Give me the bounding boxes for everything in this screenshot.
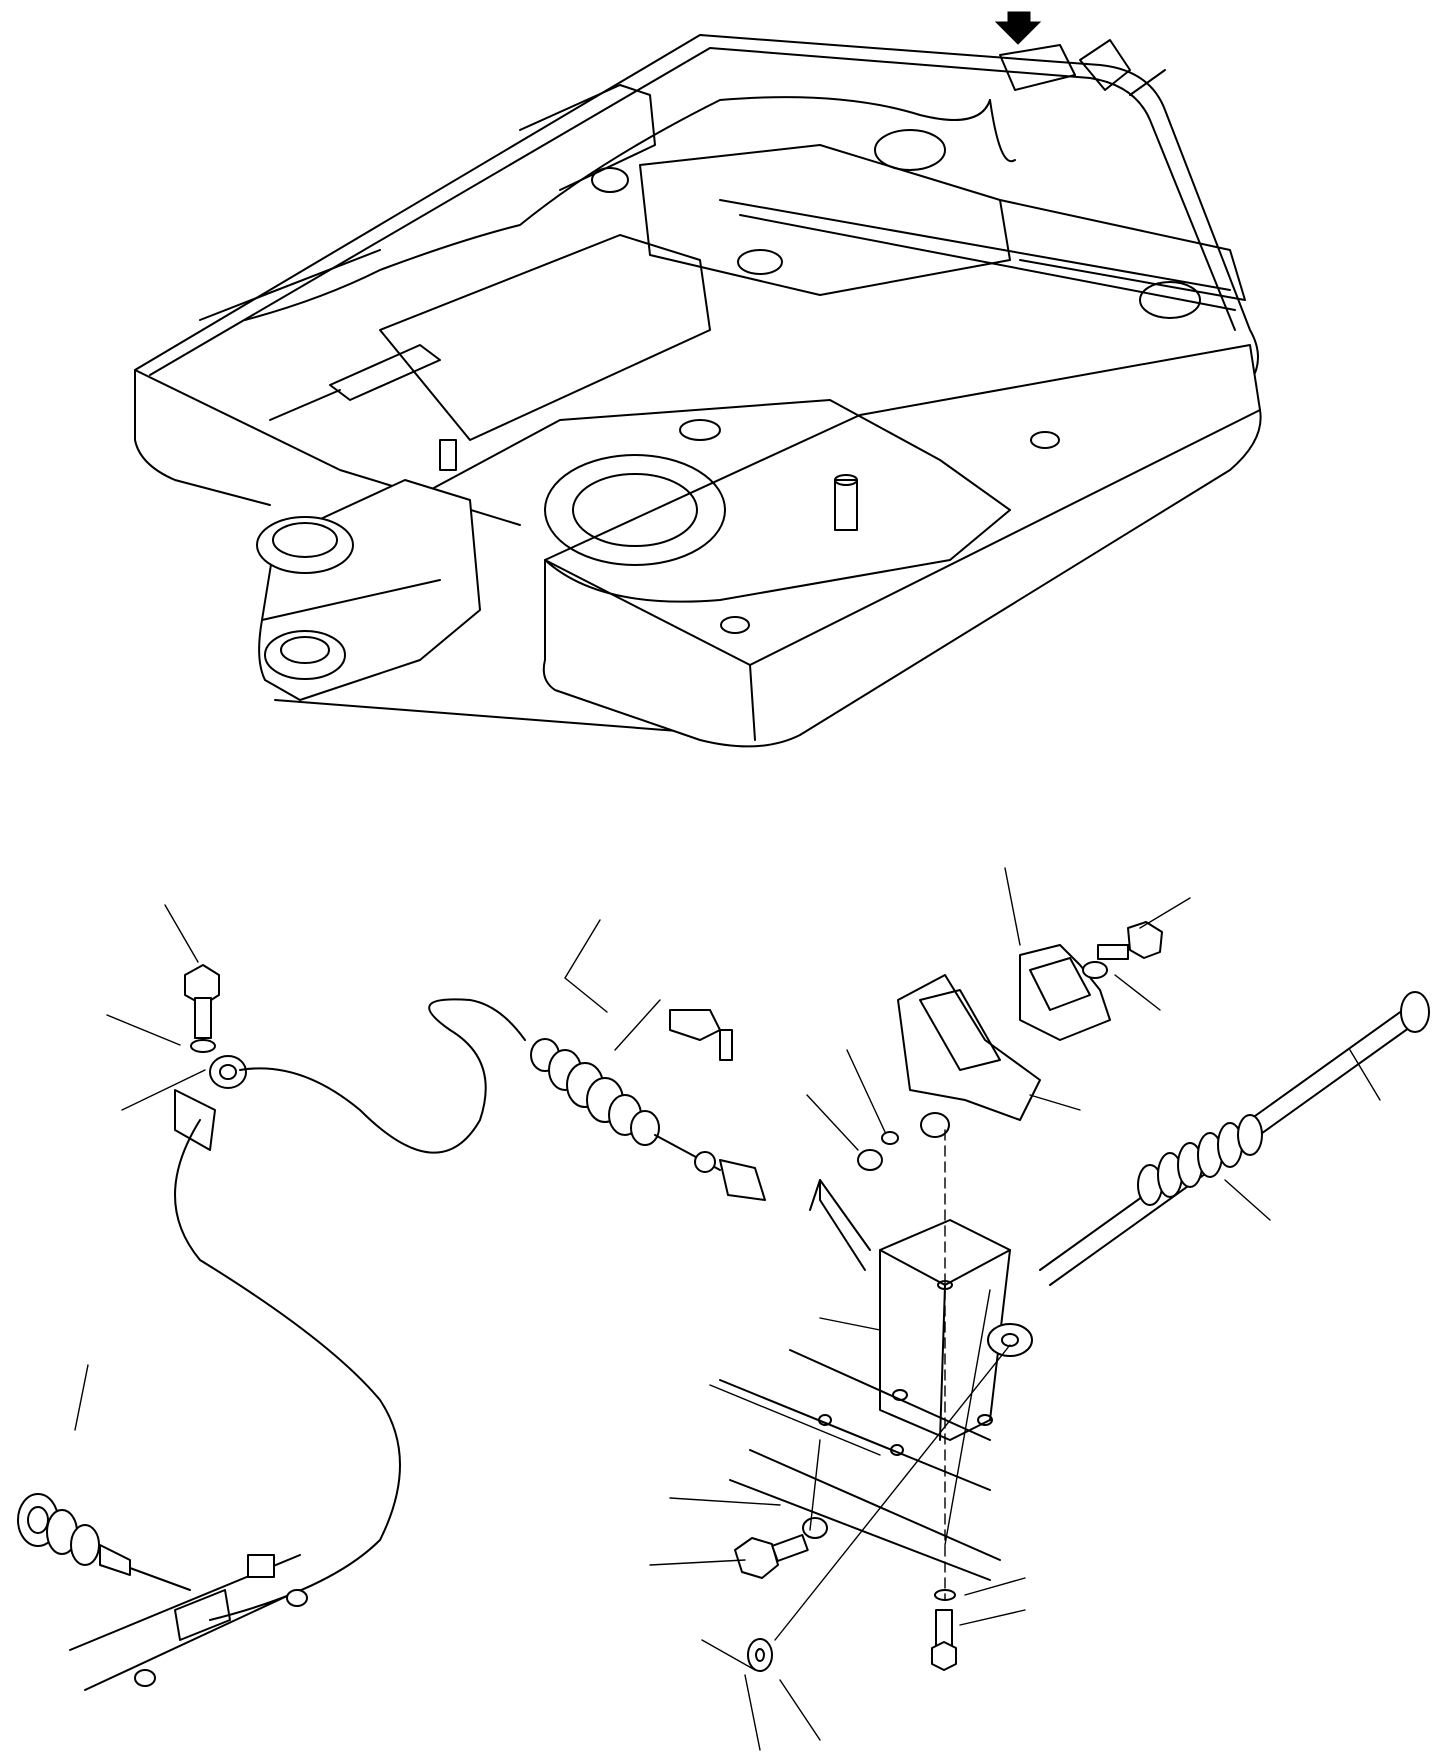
nut [857,1149,883,1171]
lever-bracket [1019,944,1111,1041]
spring [1137,1114,1263,1206]
mounting-plate [897,974,1041,1121]
control-cable [239,998,526,1154]
hex-bolt-top [1127,921,1163,959]
lever-cable-assembly [17,921,1430,1691]
revolving-frame [134,11,1262,748]
hex-bolt-left [184,964,220,1006]
hex-bolt-lower [734,1537,779,1579]
washer [747,1638,773,1672]
leader-lines [74,867,1381,1751]
cable-boot [530,1038,766,1201]
cable-clamp-left [209,1055,247,1089]
